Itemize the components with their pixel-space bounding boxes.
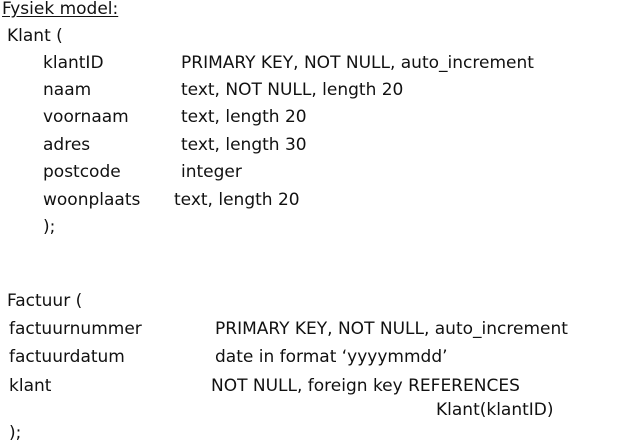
factuur-field-name: factuurdatum [9,347,125,367]
factuur-table-open: Factuur ( [7,291,83,311]
factuur-field-spec: date in format ‘yyyymmdd’ [215,347,448,367]
klant-field-name: voornaam [43,107,129,127]
klant-field-name: naam [43,80,92,100]
factuur-field-spec: NOT NULL, foreign key REFERENCES [211,376,520,396]
klant-field-spec: PRIMARY KEY, NOT NULL, auto_increment [181,53,534,73]
factuur-field-name: klant [9,376,52,396]
klant-table-open: Klant ( [7,26,63,46]
klant-field-spec: integer [181,162,242,182]
klant-table-close: ); [43,217,56,237]
factuur-field-name: factuurnummer [9,319,142,339]
klant-field-name: adres [43,135,91,155]
factuur-field-spec: PRIMARY KEY, NOT NULL, auto_increment [215,319,568,339]
klant-field-name: woonplaats [43,190,141,210]
klant-field-spec: text, length 20 [174,190,300,210]
klant-field-spec: text, length 20 [181,107,307,127]
factuur-table-close: ); [9,423,22,443]
klant-field-spec: text, NOT NULL, length 20 [181,80,404,100]
section-heading: Fysiek model: [2,0,119,19]
klant-field-name: klantID [43,53,104,73]
factuur-field-spec-continuation: Klant(klantID) [436,400,554,420]
klant-field-spec: text, length 30 [181,135,307,155]
klant-field-name: postcode [43,162,121,182]
